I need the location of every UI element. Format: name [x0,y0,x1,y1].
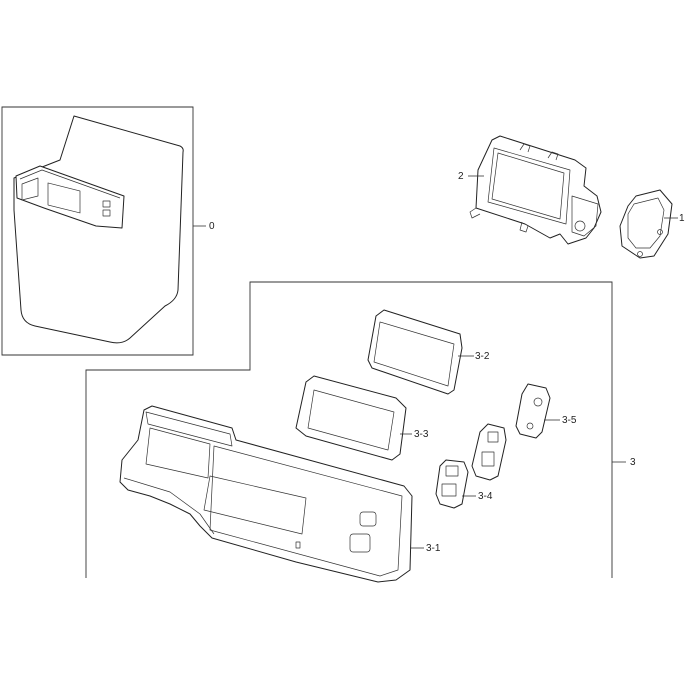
middle-bracket-button-2 [481,451,495,467]
pcb-module-connector-2 [637,251,643,257]
pcb-module-inner [627,197,665,249]
button-holder-hole-1 [533,397,543,407]
display-screen-outline [487,147,571,225]
display-cover-frame [295,375,407,461]
housing-dispenser-opening [145,427,211,479]
housing-outer [119,405,413,583]
button-set-key-1 [445,465,459,477]
display-frame [475,135,602,245]
display-tab-top-2 [547,151,559,161]
pcb-module-connector-1 [657,229,663,235]
display-tab-left [469,207,481,219]
washer-cabinet [13,115,184,344]
callout-3: 3 [630,457,636,468]
part-1-pcb-module: 1 [619,189,685,259]
housing-small-tab [295,541,301,549]
washer-panel-button-upper [102,200,111,208]
assembly-overview-frame [1,106,194,356]
middle-button-bracket [471,423,507,481]
display-screen-inner [491,152,565,220]
callout-3-2: 3-2 [475,351,490,362]
middle-bracket-button-1 [487,431,499,443]
housing-display-recess [203,475,307,535]
housing-button-upper [359,511,377,527]
callout-3-3: 3-3 [414,429,429,440]
part-3-2-display-window: 3-2 [367,309,490,395]
washer-panel-top-edge [19,169,121,199]
button-set-key-2 [441,483,457,497]
callout-1: 1 [679,213,685,224]
control-panel-subassembly-group: 3 [85,281,636,578]
washer-control-panel [15,165,125,229]
display-tab-bottom [519,221,529,233]
display-cover-lens [307,389,395,451]
button-holder-hole-2 [526,422,534,430]
display-tab-top-1 [519,143,531,153]
part-3-4-button-set: 3-4 [435,459,493,509]
part-3-5-button-holder: 3-5 [515,383,577,439]
display-window-inner [373,321,455,387]
callout-3-4: 3-4 [478,491,493,502]
housing-button-lower [349,533,371,553]
washer-panel-display [47,182,81,214]
display-knob [574,220,586,232]
washer-panel-dispenser [21,177,39,201]
display-bracket-right [571,195,599,237]
housing-lower-lip [123,477,215,535]
housing-top-ridge [145,411,233,447]
part-2-display-assembly: 2 [458,135,602,245]
assembly-overview-group: 0 [1,106,215,356]
subassembly-frame [85,281,613,578]
callout-2: 2 [458,171,464,182]
callout-3-1: 3-1 [426,543,441,554]
part-3-3-display-cover: 3-3 [295,375,429,461]
part-3-1-control-panel-housing: 3-1 [119,405,441,583]
pcb-module-body [619,189,673,259]
display-window-frame [367,309,463,395]
callout-3-5: 3-5 [562,415,577,426]
housing-front-face [209,445,403,577]
callout-0: 0 [209,221,215,232]
washer-panel-button-lower [102,209,111,217]
button-holder-body [515,383,551,439]
